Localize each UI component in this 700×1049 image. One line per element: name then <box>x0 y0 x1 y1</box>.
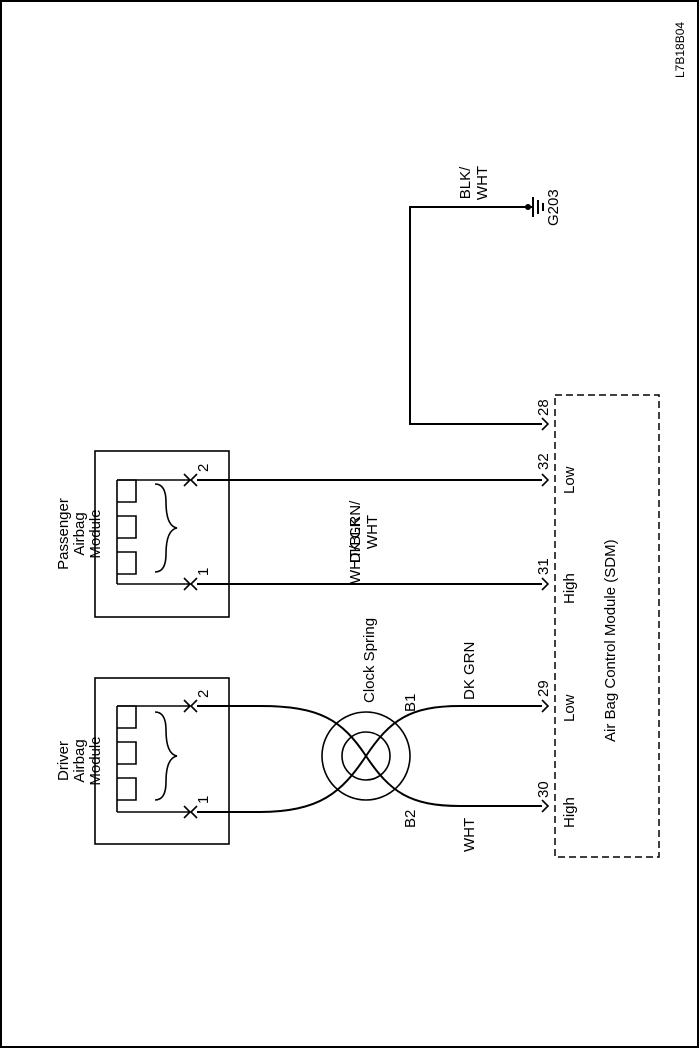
svg-text:Module: Module <box>87 509 104 558</box>
sdm-connector-31 <box>541 577 550 591</box>
sdm-connector-28 <box>541 417 550 431</box>
clock-spring-label: Clock Spring <box>361 618 378 703</box>
sdm-connector-30 <box>541 799 550 813</box>
driver-module-box <box>94 677 230 845</box>
sdm-module-label: Air Bag Control Module (SDM) <box>602 539 619 742</box>
driver-pin-2: 2 <box>195 690 212 698</box>
clock-spring-inner-ring <box>341 731 391 781</box>
clock-spring-path-b2 <box>197 705 542 807</box>
svg-text:Airbag: Airbag <box>71 739 88 782</box>
sdm-connector-32 <box>541 473 550 487</box>
sdm-pin-30: 30 <box>535 781 552 798</box>
driver-pin-1: 1 <box>195 796 212 804</box>
ground-label: G203 <box>545 189 562 226</box>
sdm-pin-32: 32 <box>535 453 552 470</box>
wire-label-dk-grn: DK GRN <box>461 642 478 700</box>
clock-spring <box>197 705 542 813</box>
sdm-label-low-29: Low <box>561 694 578 722</box>
sdm-pin-28: 28 <box>535 399 552 416</box>
wire-blk-wht <box>409 206 542 425</box>
sdm-label-low-32: Low <box>561 466 578 494</box>
svg-text:WHT: WHT <box>364 515 381 549</box>
driver-module-label: Driver Airbag Module <box>55 736 104 785</box>
passenger-connector-1 <box>189 577 198 591</box>
sdm-module-box <box>554 394 660 858</box>
clock-spring-b1: B1 <box>402 694 419 712</box>
wire-label-blk-wht: BLK/ WHT <box>457 166 491 200</box>
svg-text:Passenger: Passenger <box>55 498 72 570</box>
svg-text:BLK/: BLK/ <box>457 166 474 199</box>
clock-spring-path-b1 <box>197 705 542 813</box>
wire-label-dk-grn-wht: DK GRN/ WHT <box>347 500 381 563</box>
sdm-label-high-31: High <box>561 573 578 604</box>
figure-id: L7B18B04 <box>673 22 687 78</box>
passenger-squib-element <box>116 479 137 584</box>
svg-text:DK GRN/: DK GRN/ <box>347 500 364 563</box>
passenger-module-label: Passenger Airbag Module <box>55 498 104 570</box>
wire-label-wht: WHT <box>461 818 478 852</box>
passenger-module-box <box>94 450 230 618</box>
wire-label-wht-blk: WHT/BLK <box>347 517 364 584</box>
svg-text:Driver: Driver <box>55 741 72 781</box>
passenger-pin-1: 1 <box>195 568 212 576</box>
sdm-pin-29: 29 <box>535 680 552 697</box>
clock-spring-outer-ring <box>321 711 411 801</box>
passenger-airbag-module: Passenger Airbag Module <box>55 450 230 618</box>
sdm-connector-29 <box>541 699 550 713</box>
sdm-pin-31: 31 <box>535 558 552 575</box>
driver-airbag-module: Driver Airbag Module <box>55 677 230 845</box>
svg-text:WHT: WHT <box>474 166 491 200</box>
driver-brace <box>154 711 178 801</box>
sdm-label-high-30: High <box>561 797 578 828</box>
driver-connector-1 <box>189 805 198 819</box>
clock-spring-b2: B2 <box>402 810 419 828</box>
passenger-connector-2 <box>189 473 198 487</box>
driver-connector-2 <box>189 699 198 713</box>
driver-squib-element <box>116 705 137 812</box>
svg-text:Module: Module <box>87 736 104 785</box>
passenger-pin-2: 2 <box>195 464 212 472</box>
svg-text:Airbag: Airbag <box>71 512 88 555</box>
passenger-brace <box>154 483 178 573</box>
